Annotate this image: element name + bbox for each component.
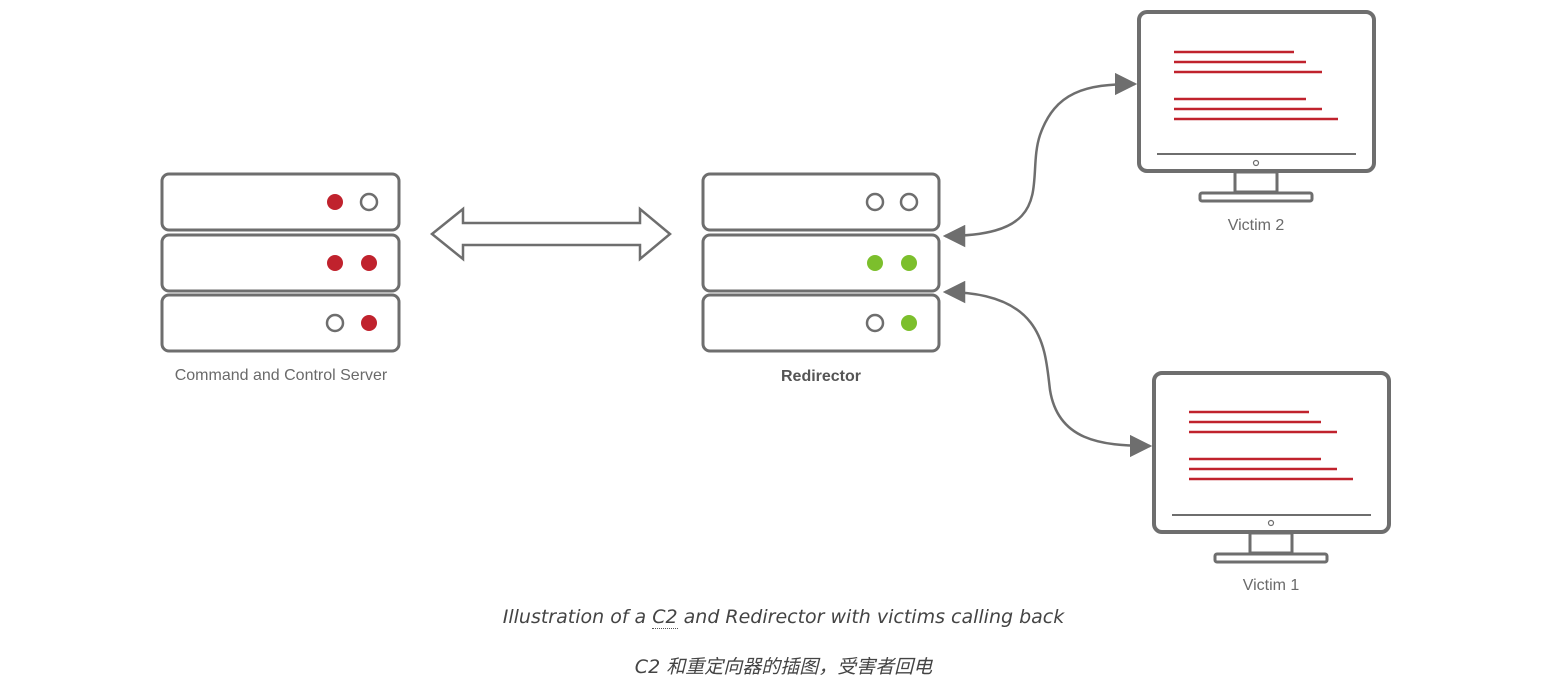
redirector-unit-3 (701, 293, 941, 353)
victim1-label: Victim 1 (1243, 577, 1300, 594)
c2-led (359, 192, 379, 212)
c2-redirector-arrow (430, 206, 672, 262)
victim1-power-icon (1267, 519, 1275, 527)
c2-led (327, 194, 343, 210)
redirector-victim1-arrow (942, 280, 1153, 458)
c2-led (325, 313, 345, 333)
diagram: Command and Control Server Redirector Vi… (160, 10, 1391, 594)
victim2-stand-neck (1233, 170, 1279, 194)
c2-led (361, 255, 377, 271)
c2-server-unit-2 (160, 233, 401, 293)
redirector-led (865, 313, 885, 333)
c2-server: Command and Control Server (160, 172, 401, 384)
victim2-monitor: Victim 2 (1137, 10, 1376, 234)
redirector-victim2-arrow (942, 72, 1138, 248)
c2-server-unit-1 (160, 172, 401, 232)
redirector-led (899, 192, 919, 212)
redirector-led (865, 192, 885, 212)
redirector-unit-1 (701, 172, 941, 232)
redirector-unit-2 (701, 233, 941, 293)
caption-english: Illustration of a C2 and Redirector with… (0, 606, 1567, 629)
redirector-led (901, 255, 917, 271)
victim1-screen (1152, 371, 1391, 534)
caption-english-suffix: and Redirector with victims calling back (677, 606, 1065, 628)
redirector-label: Redirector (781, 368, 861, 385)
c2-led (361, 315, 377, 331)
redirector-led (901, 315, 917, 331)
victim2-label: Victim 2 (1228, 217, 1285, 234)
victim1-stand-base (1213, 552, 1329, 564)
victim1-stand-neck (1248, 531, 1294, 555)
caption-c2-abbreviation[interactable]: C2 (652, 606, 678, 629)
victim2-power-icon (1252, 159, 1260, 167)
victim1-monitor: Victim 1 (1152, 371, 1391, 594)
caption-chinese: C2 和重定向器的插图，受害者回电 (634, 656, 933, 678)
victim2-screen (1137, 10, 1376, 173)
c2-led (327, 255, 343, 271)
caption-english-prefix: Illustration of a (502, 606, 653, 628)
victim2-stand-base (1198, 191, 1314, 203)
redirector-led (867, 255, 883, 271)
c2-server-label: Command and Control Server (175, 367, 388, 384)
c2-server-unit-3 (160, 293, 401, 353)
redirector-server: Redirector (701, 172, 941, 385)
